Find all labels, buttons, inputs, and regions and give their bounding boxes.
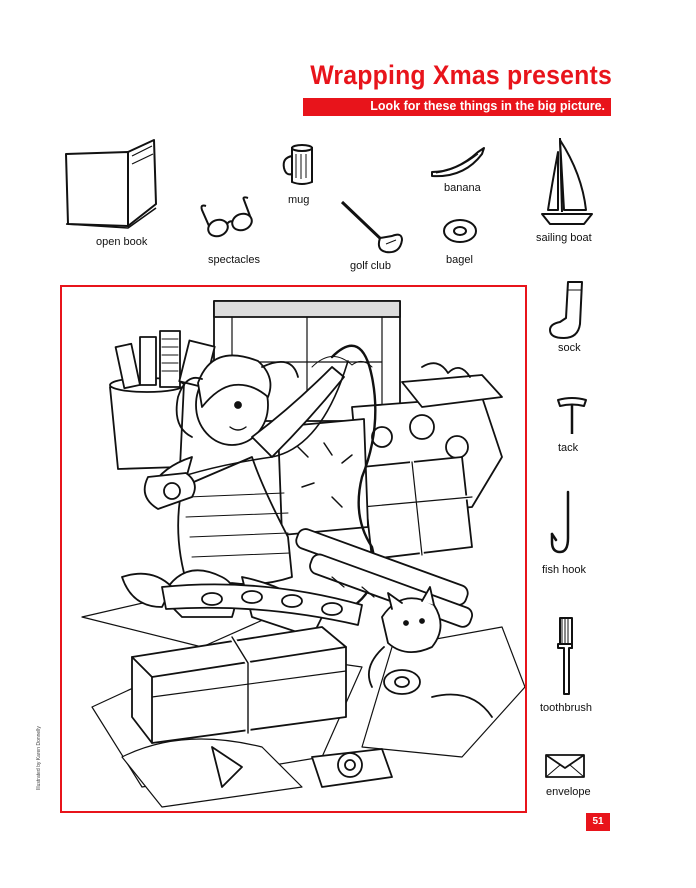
item-toothbrush: toothbrush — [540, 614, 610, 716]
open-book-icon — [65, 139, 157, 229]
item-mug: mug — [280, 142, 340, 212]
item-open-book: open book — [60, 138, 170, 248]
page-title: Wrapping Xmas presents — [310, 60, 612, 90]
sailing-boat-label: sailing boat — [536, 232, 592, 244]
tack-label: tack — [558, 442, 579, 454]
item-envelope: envelope — [542, 752, 612, 804]
golf-club-label: golf club — [350, 260, 391, 272]
item-sailing-boat: sailing boat — [530, 134, 610, 254]
sock-label: sock — [558, 342, 581, 354]
subtitle-text: Look for these things in the big picture… — [370, 99, 605, 113]
sock-icon — [549, 281, 583, 339]
mug-label: mug — [288, 194, 310, 206]
item-spectacles: spectacles — [196, 194, 286, 274]
subtitle-banner: Look for these things in the big picture… — [303, 98, 611, 116]
page-number: 51 — [586, 813, 610, 831]
item-tack: tack — [552, 394, 602, 460]
sailing-boat-icon — [541, 137, 593, 225]
banana-label: banana — [444, 182, 481, 194]
illustrator-credit: Illustrated by Karen Donnelly — [36, 726, 42, 790]
open-book-label: open book — [96, 236, 148, 248]
fish-hook-icon — [550, 490, 570, 554]
item-golf-club: golf club — [336, 196, 426, 276]
mug-icon — [282, 144, 313, 185]
golf-club-icon — [340, 200, 403, 254]
envelope-label: envelope — [546, 786, 591, 798]
big-picture-frame — [60, 285, 527, 813]
item-fish-hook: fish hook — [540, 488, 604, 582]
fish-hook-label: fish hook — [542, 564, 587, 576]
wrapping-scene-illustration — [81, 300, 525, 808]
bagel-label: bagel — [446, 254, 473, 266]
toothbrush-label: toothbrush — [540, 702, 592, 714]
toothbrush-icon — [557, 617, 573, 695]
spectacles-label: spectacles — [208, 254, 260, 266]
banana-icon — [431, 147, 485, 178]
tack-icon — [557, 397, 587, 434]
item-bagel: bagel — [440, 218, 500, 268]
item-sock: sock — [546, 278, 606, 364]
item-banana: banana — [426, 146, 506, 196]
envelope-icon — [545, 754, 585, 778]
bagel-icon — [443, 219, 477, 243]
spectacles-icon — [200, 196, 253, 238]
